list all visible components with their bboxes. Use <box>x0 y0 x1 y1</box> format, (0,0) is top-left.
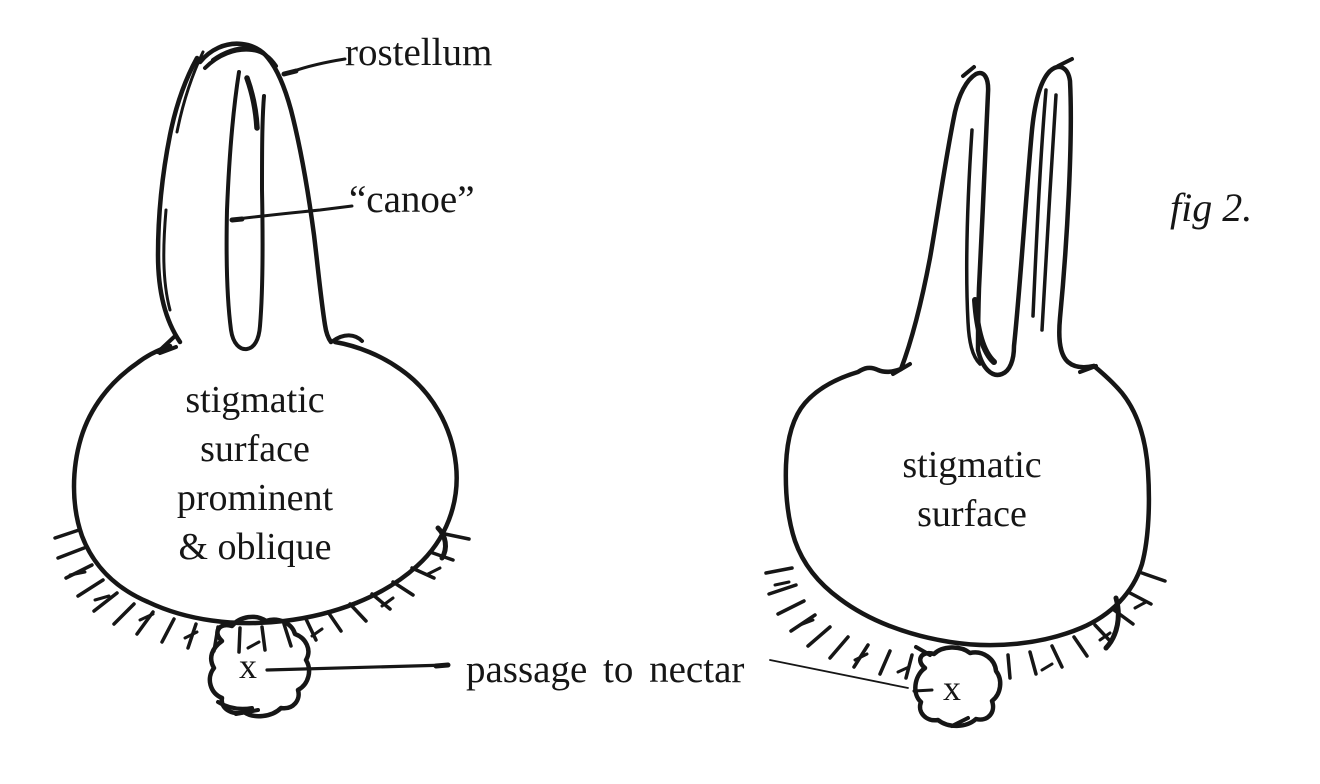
left-stalk-tip-blotch <box>244 75 260 131</box>
right-caption-line-1: stigmatic <box>902 444 1042 486</box>
left-bulb-outline <box>71 339 459 626</box>
right-bulb-right-hook <box>1103 595 1121 651</box>
left-stalk-main-outline <box>197 41 334 345</box>
right-prong-inner-sketch-right <box>1031 88 1058 332</box>
left-stalk-tip-strokes <box>203 45 278 70</box>
right-caption-line-2: surface <box>917 493 1027 535</box>
left-canoe-loop <box>224 70 266 352</box>
left-bulb-right-hook <box>435 525 448 561</box>
left-bulb-hair-barbs <box>68 566 442 650</box>
left-nectar-x-marker: x <box>239 646 257 686</box>
right-prong-inner-blotch <box>972 297 997 365</box>
rostellum-label: rostellum <box>345 31 493 74</box>
left-column-figure <box>53 41 471 719</box>
left-caption-line-4: & oblique <box>178 526 332 568</box>
passage-right-leader-tick <box>912 688 934 693</box>
right-bulb-junction-ticks <box>891 362 1098 376</box>
right-bulb-outline <box>783 363 1152 648</box>
right-nectar-x-marker: x <box>943 668 961 708</box>
right-nectar-blob <box>913 645 1003 729</box>
left-bulb-hairs <box>53 528 471 654</box>
left-caption-line-1: stigmatic <box>185 379 325 421</box>
canoe-leader-line <box>235 204 354 221</box>
right-nectar-blob-notch <box>914 645 970 728</box>
figure-number-label: fig 2. <box>1170 185 1253 230</box>
left-bulb-junction-ticks <box>156 333 364 355</box>
right-stigmatic-surface-caption: stigmatic surface <box>822 441 1122 539</box>
passage-to-nectar-label: passage to nectar <box>466 648 745 691</box>
left-stigmatic-surface-caption: stigmatic surface prominent & oblique <box>105 376 405 572</box>
right-prongs-outline <box>898 64 1097 378</box>
canoe-label: “canoe” <box>349 178 475 221</box>
right-prong-tip-ticks <box>961 57 1074 78</box>
left-nectar-blob-squiggle <box>216 700 260 716</box>
passage-left-leader-line <box>265 663 450 672</box>
passage-right-leader-line <box>769 659 909 689</box>
leader-lines <box>229 57 934 693</box>
left-caption-line-2: surface <box>200 428 310 470</box>
rostellum-leader-end <box>281 68 299 77</box>
left-caption-line-3: prominent <box>176 477 334 519</box>
left-nectar-blob <box>207 614 312 719</box>
passage-left-leader-end <box>433 662 451 669</box>
canoe-leader-end <box>229 216 245 223</box>
right-prong-inner-sketch-left <box>965 128 982 366</box>
right-column-figure <box>764 57 1167 729</box>
left-stalk-outer-edge <box>155 55 200 345</box>
rostellum-leader-line <box>289 57 347 74</box>
right-bulb-hair-barbs <box>773 580 1148 674</box>
